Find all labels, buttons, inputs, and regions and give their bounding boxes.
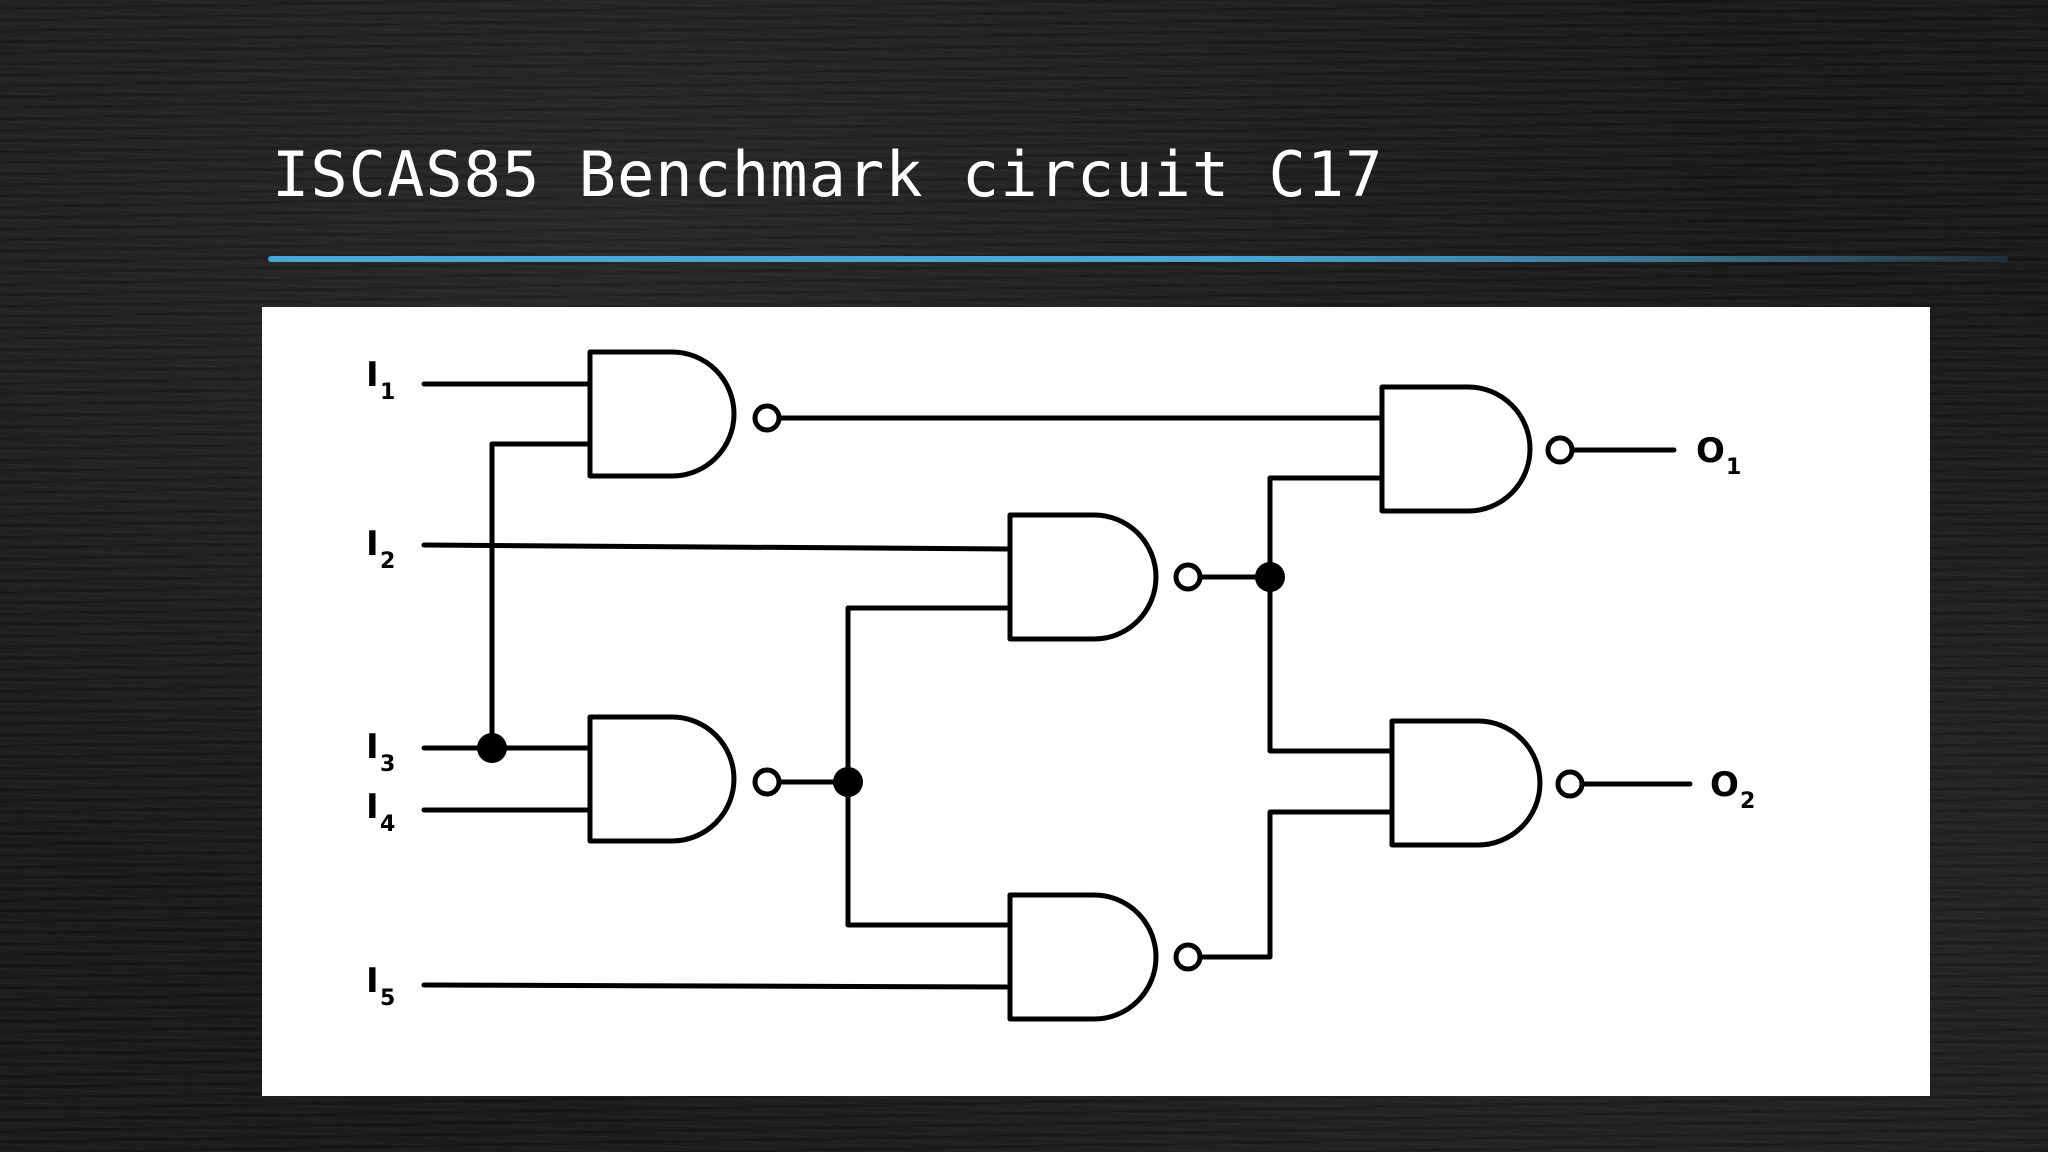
wire-g4-out [1199, 809, 1393, 960]
title-underline [268, 256, 2008, 262]
junction-dot-g3 [1255, 562, 1285, 592]
junction-dot-i3 [477, 733, 507, 763]
svg-text:1: 1 [1726, 455, 1741, 480]
input-label-i3: I 3 [366, 727, 395, 777]
input-label-i5: I 5 [366, 961, 395, 1011]
svg-text:O: O [1696, 431, 1725, 471]
svg-text:3: 3 [380, 752, 395, 777]
wire-g2-to-g4 [845, 779, 1013, 928]
svg-text:I: I [366, 524, 379, 564]
wire-i2 [421, 542, 1013, 552]
nand-gate-g4 [1007, 892, 1203, 1022]
output-label-o1: O 1 [1696, 431, 1741, 480]
input-label-i4: I 4 [366, 787, 395, 837]
svg-text:I: I [366, 355, 379, 395]
inversion-bubble-icon [752, 767, 782, 797]
wires [421, 381, 1693, 990]
wire-g3-to-g6 [1267, 574, 1393, 754]
nand-gate-g3 [1007, 512, 1203, 642]
inversion-bubble-icon [1555, 769, 1585, 799]
nand-gate-g1 [587, 349, 782, 479]
inversion-bubble-icon [752, 403, 782, 433]
nand-gate-g5 [1379, 384, 1575, 514]
svg-text:4: 4 [380, 812, 395, 837]
input-label-i2: I 2 [366, 524, 395, 574]
inversion-bubble-icon [1545, 435, 1575, 465]
svg-text:I: I [366, 787, 379, 827]
wire-g2-to-g3 [845, 605, 1013, 785]
slide-title: ISCAS85 Benchmark circuit C17 [272, 138, 1384, 211]
svg-text:5: 5 [380, 986, 395, 1011]
svg-text:2: 2 [1740, 789, 1755, 814]
circuit-diagram: I 1 I 2 I 3 I 4 I 5 O 1 O 2 [366, 349, 1755, 1022]
svg-text:1: 1 [380, 380, 395, 405]
inversion-bubble-icon [1173, 942, 1203, 972]
svg-text:I: I [366, 961, 379, 1001]
svg-text:O: O [1710, 765, 1739, 805]
svg-text:2: 2 [380, 549, 395, 574]
wire-g3-to-g5 [1267, 475, 1383, 580]
nand-gate-g2 [587, 714, 782, 844]
input-label-i1: I 1 [366, 355, 395, 405]
wire-i5 [421, 982, 1013, 990]
inversion-bubble-icon [1173, 562, 1203, 592]
junction-dot-g2 [833, 767, 863, 797]
nand-gate-g6 [1389, 718, 1585, 848]
output-label-o2: O 2 [1710, 765, 1755, 814]
svg-text:I: I [366, 727, 379, 767]
circuit-diagram-panel: I 1 I 2 I 3 I 4 I 5 O 1 O 2 [262, 307, 1930, 1096]
wire-i3-branch [489, 441, 590, 751]
